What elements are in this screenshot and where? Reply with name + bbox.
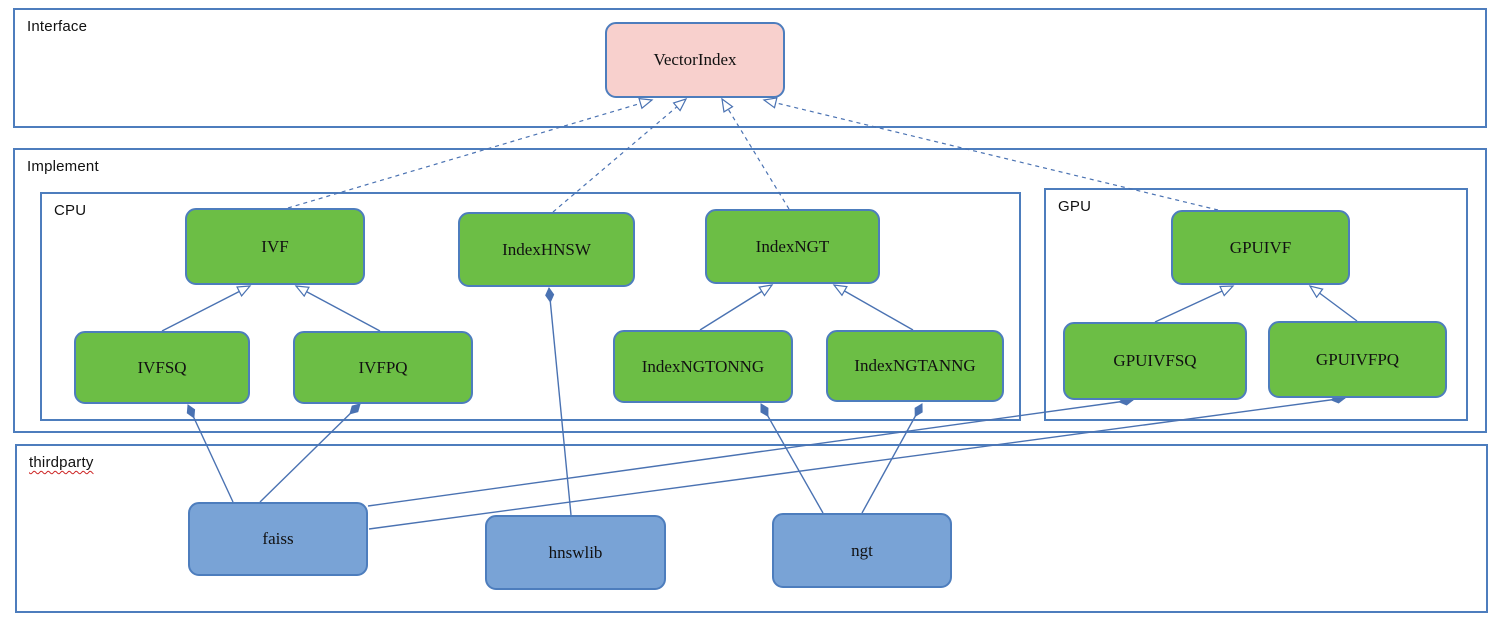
node-indexngtanng[interactable]: IndexNGTANNG <box>826 330 1004 402</box>
node-vectorindex[interactable]: VectorIndex <box>605 22 785 98</box>
node-ivfsq-label: IVFSQ <box>137 357 187 377</box>
node-faiss[interactable]: faiss <box>188 502 368 576</box>
node-indexngtanng-label: IndexNGTANNG <box>854 356 976 375</box>
node-indexngtonng-label: IndexNGTONNG <box>641 356 765 376</box>
node-gpuivf-label: GPUIVF <box>1229 237 1292 257</box>
node-gpuivfpq[interactable]: GPUIVFPQ <box>1268 321 1447 398</box>
node-faiss-label: faiss <box>262 529 294 548</box>
thirdparty-container-label: thirdparty <box>29 454 94 471</box>
node-indexhnsw[interactable]: IndexHNSW <box>458 212 635 287</box>
node-indexngtonng[interactable]: IndexNGTONNG <box>613 330 793 403</box>
node-ivfpq[interactable]: IVFPQ <box>293 331 473 404</box>
gpu-container-label: GPU <box>1058 198 1092 215</box>
node-ivf-label: IVF <box>261 236 289 256</box>
node-hnswlib-label: hnswlib <box>548 542 603 562</box>
interface-container-label: Interface <box>27 18 88 35</box>
node-ngt-label: ngt <box>851 540 873 560</box>
node-gpuivf[interactable]: GPUIVF <box>1171 210 1350 285</box>
node-ivfsq[interactable]: IVFSQ <box>74 331 250 404</box>
node-vectorindex-label: VectorIndex <box>653 50 737 69</box>
node-gpuivfsq[interactable]: GPUIVFSQ <box>1063 322 1247 400</box>
node-gpuivfpq-label: GPUIVFPQ <box>1315 349 1400 369</box>
implement-container-label: Implement <box>27 158 99 175</box>
node-ivfpq-label: IVFPQ <box>358 357 408 377</box>
node-indexngt[interactable]: IndexNGT <box>705 209 880 284</box>
node-gpuivfsq-label: GPUIVFSQ <box>1113 351 1197 370</box>
node-ivf[interactable]: IVF <box>185 208 365 285</box>
node-indexngt-label: IndexNGT <box>755 236 830 256</box>
cpu-container-label: CPU <box>54 202 87 219</box>
node-ngt[interactable]: ngt <box>772 513 952 588</box>
node-indexhnsw-label: IndexHNSW <box>502 239 591 259</box>
node-hnswlib[interactable]: hnswlib <box>485 515 666 590</box>
